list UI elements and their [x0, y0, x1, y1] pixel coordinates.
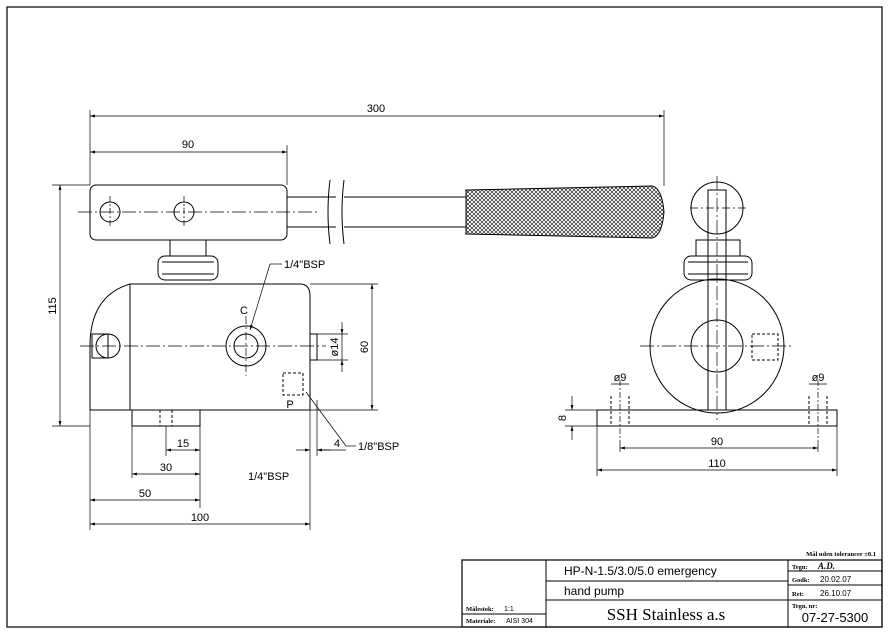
side-view	[596, 176, 838, 440]
pump-body	[89, 283, 311, 411]
front-foot	[131, 409, 201, 427]
drawing-no-value: 07-27-5300	[802, 610, 869, 625]
dim-100: 100	[191, 512, 209, 524]
front-view-dimensions	[52, 110, 665, 530]
label-port-p: P	[286, 399, 293, 411]
callout-top-port: 1/4"BSP	[284, 259, 325, 271]
dim-dia-14: ø14	[329, 338, 341, 357]
drawing-border	[6, 6, 883, 628]
company-name: SSH Stainless a.s	[607, 605, 726, 624]
side-view-labels: ø9 ø9 8 90 110	[557, 372, 824, 470]
approved-label: Godk:	[792, 577, 810, 584]
drawn-value: A.D.	[817, 561, 835, 571]
dim-110: 110	[708, 458, 726, 470]
gland-nut	[157, 255, 219, 281]
side-gland-nut	[683, 255, 753, 281]
title-block	[461, 559, 883, 628]
description-line1: HP-N-1.5/3.0/5.0 emergency	[564, 564, 717, 578]
dim-4: 4	[334, 438, 340, 450]
description-line2: hand pump	[564, 584, 624, 598]
dim-15: 15	[177, 438, 189, 450]
dim-115: 115	[47, 297, 59, 315]
callout-bottom-port: 1/4"BSP	[248, 471, 289, 483]
knurled-grip	[465, 185, 665, 239]
material-label: Materiale:	[466, 618, 495, 625]
material-value: AISI 304	[506, 618, 533, 625]
dim-8: 8	[557, 415, 569, 421]
side-view-dimensions	[565, 383, 838, 476]
dim-30: 30	[160, 462, 172, 474]
dim-90-lever: 90	[182, 139, 194, 151]
dim-90-holes: 90	[711, 436, 723, 448]
approved-value: 20.02.07	[820, 575, 852, 584]
drawing-no-label: Tegn. nr:	[792, 603, 817, 610]
front-view	[78, 179, 665, 427]
callout-side-port: 1/8"BSP	[358, 441, 399, 453]
title-block-text: Mål uden tolerancer ±0.1 HP-N-1.5/3.0/5.…	[466, 551, 876, 625]
dim-hole-left: ø9	[614, 372, 627, 384]
tolerance-note: Mål uden tolerancer ±0.1	[806, 551, 876, 558]
label-port-c: C	[240, 305, 248, 317]
dim-60: 60	[359, 341, 371, 353]
dim-50: 50	[139, 488, 151, 500]
drawn-label: Tegn:	[792, 564, 808, 571]
dim-hole-right: ø9	[812, 372, 825, 384]
revised-value: 26.10.07	[820, 589, 852, 598]
revised-label: Ret:	[792, 591, 804, 598]
dim-300: 300	[367, 103, 385, 115]
front-view-labels: 300 90 115 60 ø14 15 30 50 100 4 1/4"BSP…	[47, 103, 399, 524]
scale-value: 1:1	[504, 606, 514, 613]
scale-label: Målestok:	[466, 606, 494, 613]
